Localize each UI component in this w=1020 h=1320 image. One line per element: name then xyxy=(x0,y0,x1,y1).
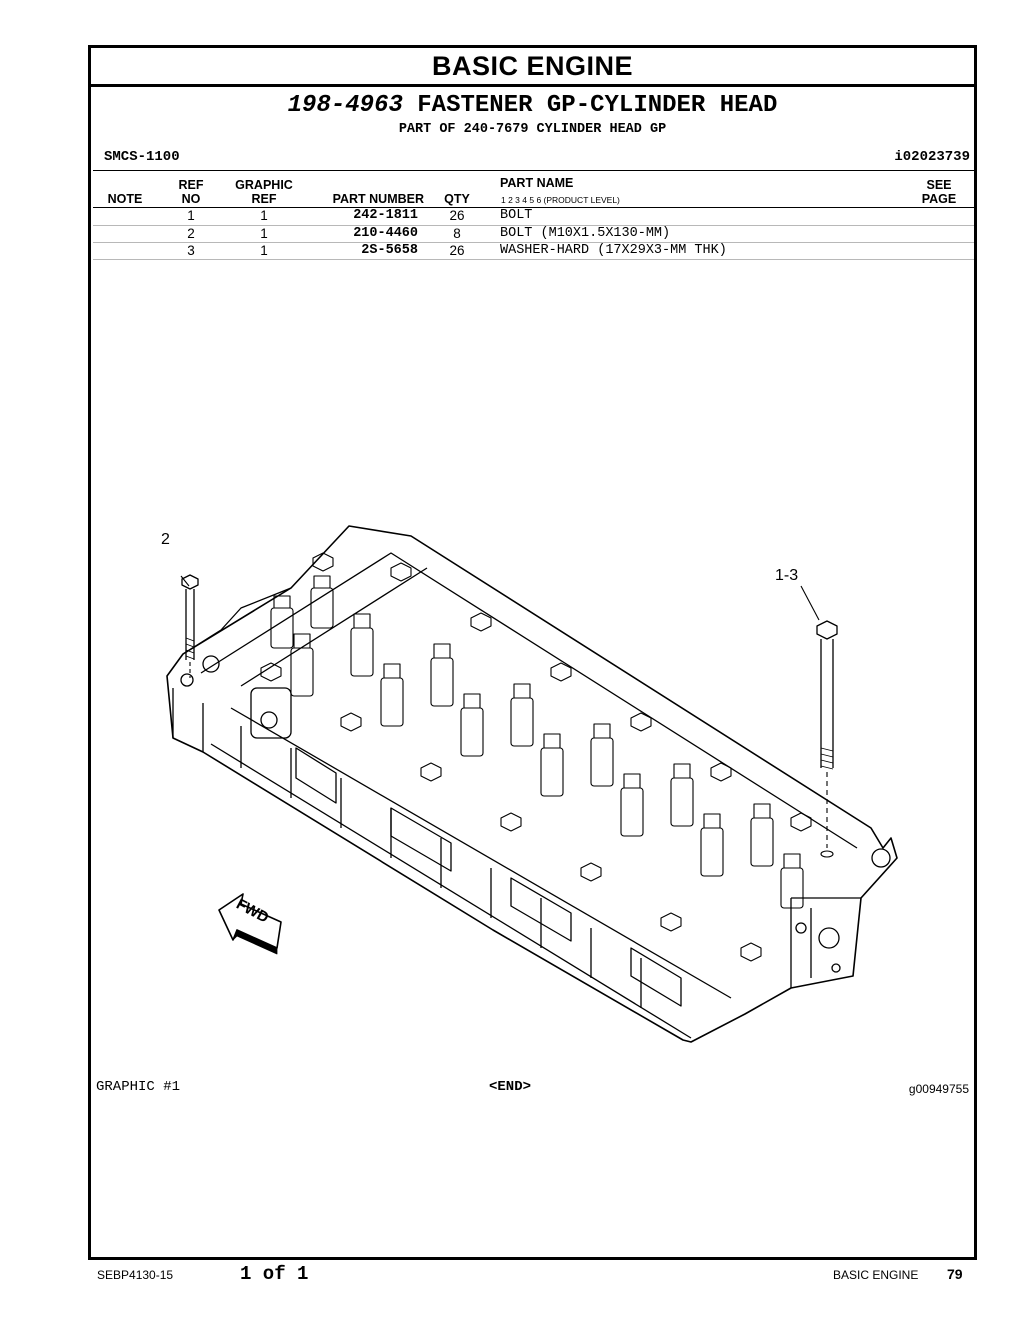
row-graphic-ref: 1 xyxy=(260,243,268,258)
row-ref-no: 2 xyxy=(187,226,195,241)
row-ref-no: 1 xyxy=(187,208,195,223)
group-title: 198-4963 FASTENER GP-CYLINDER HEAD xyxy=(91,92,974,119)
info-id: i02023739 xyxy=(894,149,970,165)
footer-section: BASIC ENGINE xyxy=(833,1268,919,1282)
page-frame: BASIC ENGINE 198-4963 FASTENER GP-CYLIND… xyxy=(88,45,977,1260)
row-part-number: 2S-5658 xyxy=(361,243,418,258)
table-bottom-rule xyxy=(93,259,974,260)
row-ref-no: 3 xyxy=(187,243,195,258)
callout-left: 2 xyxy=(161,531,170,548)
row-graphic-ref: 1 xyxy=(260,226,268,241)
callout-right: 1-3 xyxy=(775,567,798,584)
table-top-rule xyxy=(93,170,974,171)
row-part-name: BOLT (M10X1.5X130-MM) xyxy=(500,226,671,241)
col-product-levels: 1 2 3 4 5 6 (PRODUCT LEVEL) xyxy=(501,195,620,205)
col-part-name: PART NAME xyxy=(500,176,574,190)
end-marker: <END> xyxy=(489,1079,532,1095)
col-ref-no-bottom: NO xyxy=(181,192,201,206)
row-divider xyxy=(93,225,974,226)
row-part-number: 210-4460 xyxy=(353,226,418,241)
section-title: BASIC ENGINE xyxy=(431,51,634,81)
col-ref-no-top: REF xyxy=(178,178,204,192)
section-title-band: BASIC ENGINE xyxy=(91,48,974,87)
col-note: NOTE xyxy=(107,192,143,206)
smcs-code: SMCS-1100 xyxy=(104,149,180,165)
row-qty: 26 xyxy=(449,243,465,258)
page-number: 79 xyxy=(947,1266,963,1282)
row-qty: 8 xyxy=(453,226,461,241)
row-qty: 26 xyxy=(449,208,465,223)
header-bottom-rule xyxy=(93,207,974,208)
col-part-number: PART NUMBER xyxy=(332,192,424,206)
row-part-number: 242-1811 xyxy=(353,208,418,223)
doc-number: SEBP4130-15 xyxy=(97,1268,174,1282)
graphic-label: GRAPHIC #1 xyxy=(96,1079,181,1095)
col-graphic-ref-top: GRAPHIC xyxy=(235,178,293,192)
graphic-id: g00949755 xyxy=(908,1082,969,1096)
page-of: 1 of 1 xyxy=(240,1263,309,1285)
cylinder-head-illustration: 2 1-3 FWD xyxy=(161,525,898,1043)
col-graphic-ref-bottom: REF xyxy=(251,192,277,206)
fwd-label: FWD xyxy=(233,896,271,927)
col-see-page-bottom: PAGE xyxy=(921,192,957,206)
group-name: FASTENER GP-CYLINDER HEAD xyxy=(417,92,778,119)
row-part-name: WASHER-HARD (17X29X3-MM THK) xyxy=(500,243,727,258)
part-of-line: PART OF 240-7679 CYLINDER HEAD GP xyxy=(398,122,667,137)
row-graphic-ref: 1 xyxy=(260,208,268,223)
group-number: 198-4963 xyxy=(287,92,403,119)
row-part-name: BOLT xyxy=(500,208,533,223)
col-qty: QTY xyxy=(444,192,470,206)
row-divider xyxy=(93,242,974,243)
col-see-page-top: SEE xyxy=(926,178,952,192)
